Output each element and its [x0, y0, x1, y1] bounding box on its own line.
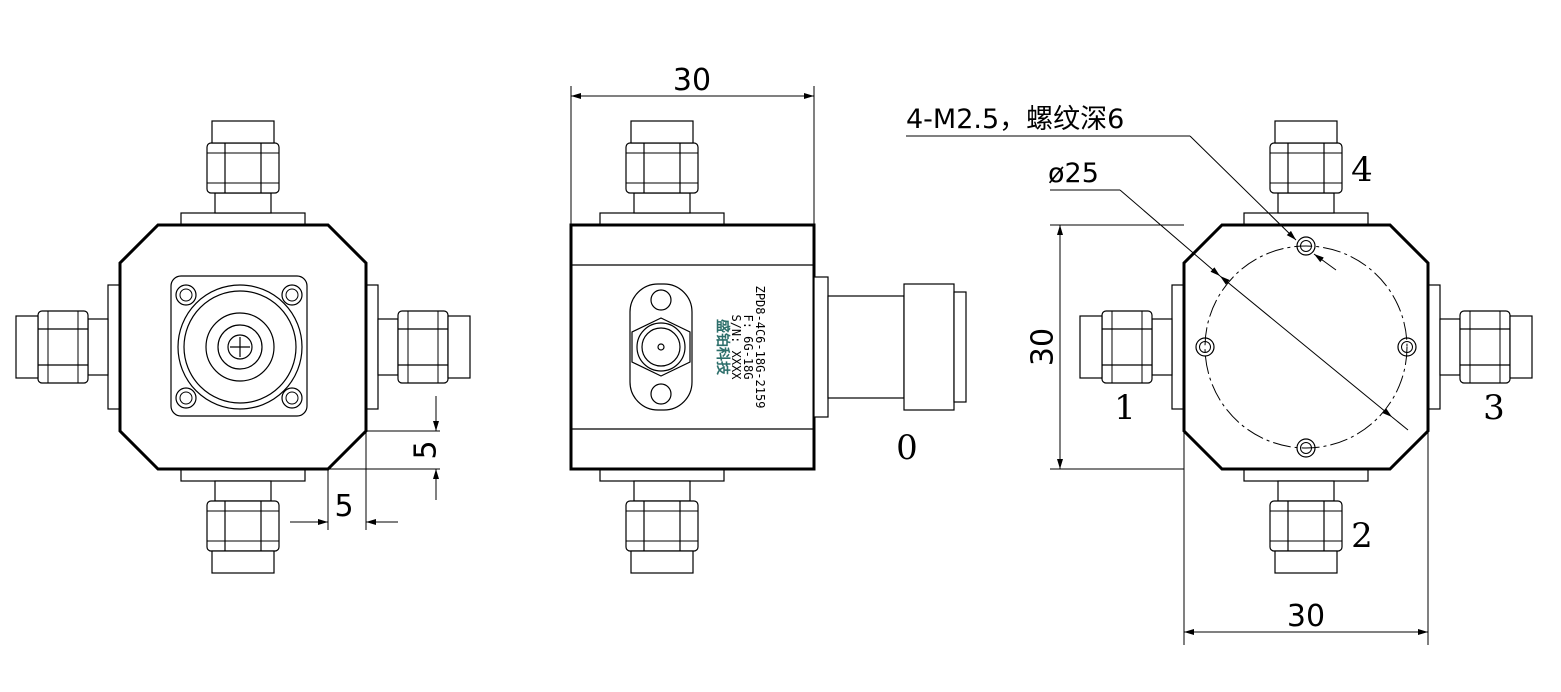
- right-view-height-label: 30: [1026, 328, 1061, 366]
- port-0-label: 0: [896, 428, 918, 468]
- circle-diameter-note: ø25: [1048, 158, 1099, 189]
- corner-offset-dimensions: [290, 396, 440, 530]
- back-view-connector-top: [1243, 120, 1369, 226]
- right-view-width-label: 30: [1287, 599, 1325, 634]
- mounting-holes: [1195, 236, 1417, 458]
- side-view-connector-bottom: [599, 468, 725, 574]
- back-view: 4-M2.5，螺纹深6 ø25 30 30 4 1 3 2: [906, 104, 1533, 645]
- thread-note: 4-M2.5，螺纹深6: [906, 104, 1124, 135]
- bolt-circle: [1204, 245, 1408, 449]
- port-3-label: 3: [1483, 388, 1505, 428]
- offset-y-label: 5: [409, 440, 444, 459]
- back-view-connector-bottom: [1243, 468, 1369, 574]
- back-view-connector-right: [1427, 284, 1533, 410]
- side-view: 30 ZPD8-4C6-18G-2159 F: 6G-18G S/N: XXXX…: [569, 63, 967, 574]
- front-view-connector-top: [180, 120, 306, 226]
- side-marking: ZPD8-4C6-18G-2159 F: 6G-18G S/N: XXXX 盛铂…: [714, 286, 767, 409]
- marking-serial: S/N: XXXX: [729, 314, 743, 380]
- side-view-connector-port0: [813, 276, 967, 418]
- marking-model: ZPD8-4C6-18G-2159: [753, 286, 767, 409]
- front-view-connector-right: [365, 284, 471, 410]
- front-view: 5 5: [15, 120, 471, 574]
- front-flange: [170, 275, 308, 417]
- offset-x-label: 5: [334, 489, 353, 524]
- marking-logo: 盛铂科技: [714, 319, 731, 376]
- front-view-connector-left: [15, 284, 121, 410]
- port-2-label: 2: [1351, 516, 1373, 556]
- port-1-label: 1: [1114, 388, 1136, 428]
- port-4-label: 4: [1351, 150, 1373, 190]
- back-view-housing: [1182, 223, 1430, 471]
- top-view-width-label: 30: [673, 63, 711, 98]
- side-face-connector: [629, 283, 693, 411]
- marking-frequency: F: 6G-18G: [741, 314, 755, 379]
- front-view-connector-bottom: [180, 468, 306, 574]
- side-view-connector-top: [599, 120, 725, 226]
